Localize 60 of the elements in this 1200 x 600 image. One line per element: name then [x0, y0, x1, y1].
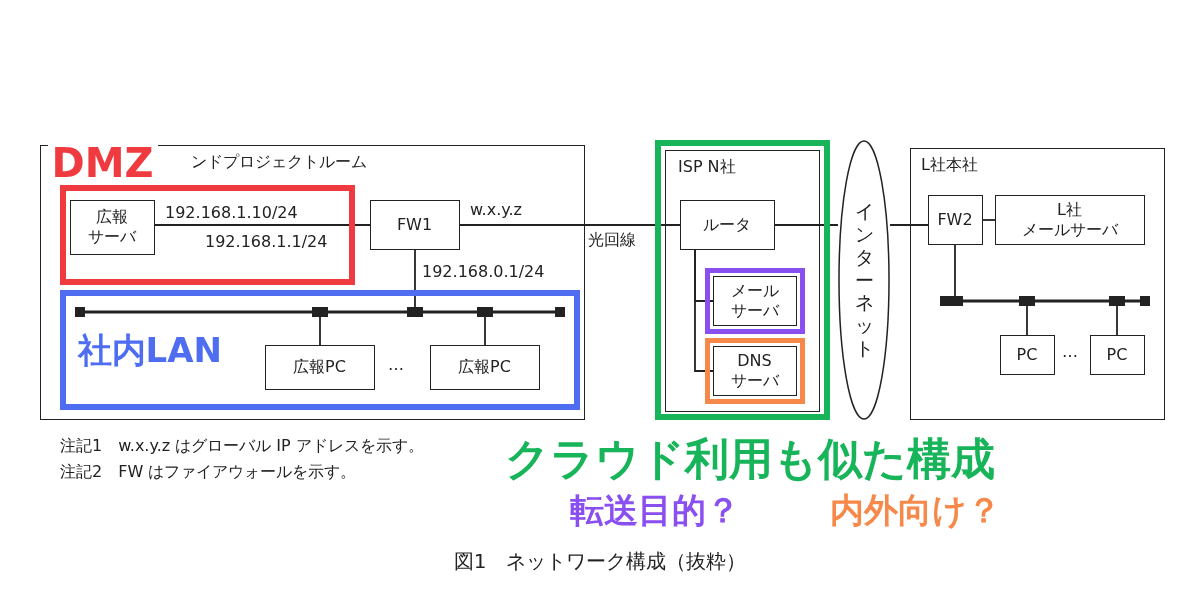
ellipsis-text: … — [388, 355, 404, 374]
highlight-box — [655, 140, 830, 420]
firewall-box — [369, 199, 460, 250]
connector-line — [484, 316, 486, 346]
connector-line — [889, 224, 929, 226]
highlight-box — [704, 267, 805, 334]
node-label: FW2 — [936, 209, 974, 230]
server-box — [994, 194, 1145, 245]
isp-box — [665, 150, 820, 412]
site-box — [910, 148, 1165, 420]
connector-line — [694, 249, 714, 372]
connector-line — [1116, 305, 1118, 336]
node-label: 広報PC — [292, 357, 347, 377]
ip-address: 192.168.1.1/24 — [205, 232, 328, 251]
router-box — [679, 199, 775, 250]
server-box — [712, 345, 797, 396]
pc-box — [264, 344, 375, 390]
group-title: ISP N社 — [678, 157, 736, 178]
group-title: ンドプロジェクトルーム — [191, 152, 367, 173]
highlight-box — [704, 337, 805, 404]
internet-ellipse — [838, 140, 890, 420]
connector-line — [414, 249, 416, 308]
node-label: PC — [1015, 344, 1039, 365]
annotation-text: 転送目的？ — [570, 489, 740, 532]
group-title: L社本社 — [921, 155, 978, 176]
ip-address: 192.168.1.10/24 — [165, 203, 298, 222]
node-label: PC — [1105, 344, 1129, 365]
node-label: メールサーバ — [729, 280, 780, 321]
zone-box — [59, 289, 580, 410]
note-text: 注記2 FW はファイアウォールを示す。 — [60, 462, 357, 483]
node-label: L社メールサーバ — [1020, 199, 1119, 240]
node-label: ルータ — [702, 214, 752, 235]
ip-address: 192.168.0.1/24 — [422, 262, 545, 281]
pc-box — [429, 344, 540, 390]
connector-line — [1026, 305, 1028, 336]
note-text: 注記1 w.x.y.z はグローバル IP アドレスを示す。 — [60, 436, 424, 457]
firewall-box — [927, 194, 983, 245]
lan-bus — [939, 295, 1150, 306]
annotation-text: 内外向け？ — [830, 489, 1001, 532]
server-box — [69, 199, 155, 255]
ip-address: w.x.y.z — [470, 200, 522, 219]
connector-line — [982, 219, 996, 221]
node-label: FW1 — [395, 214, 434, 235]
lan-bus — [74, 306, 565, 317]
connector-line — [774, 224, 839, 226]
node-label: 広報PC — [457, 357, 512, 377]
ellipsis-text: … — [1062, 342, 1078, 361]
connector-line — [459, 224, 681, 226]
edge-label: 光回線 — [586, 230, 638, 251]
connector-line — [319, 316, 321, 346]
connector-line — [154, 224, 371, 226]
annotation-text: クラウド利用も似た構成 — [505, 432, 995, 486]
pc-box — [1089, 334, 1145, 375]
connector-line — [954, 244, 956, 297]
node-label: DNSサーバ — [729, 350, 780, 391]
node-label: インターネット — [854, 200, 874, 360]
node-label: 広報サーバ — [87, 207, 137, 247]
pc-box — [999, 334, 1055, 375]
caption: 図1 ネットワーク構成（抜粋） — [452, 548, 748, 575]
server-box — [712, 275, 797, 326]
